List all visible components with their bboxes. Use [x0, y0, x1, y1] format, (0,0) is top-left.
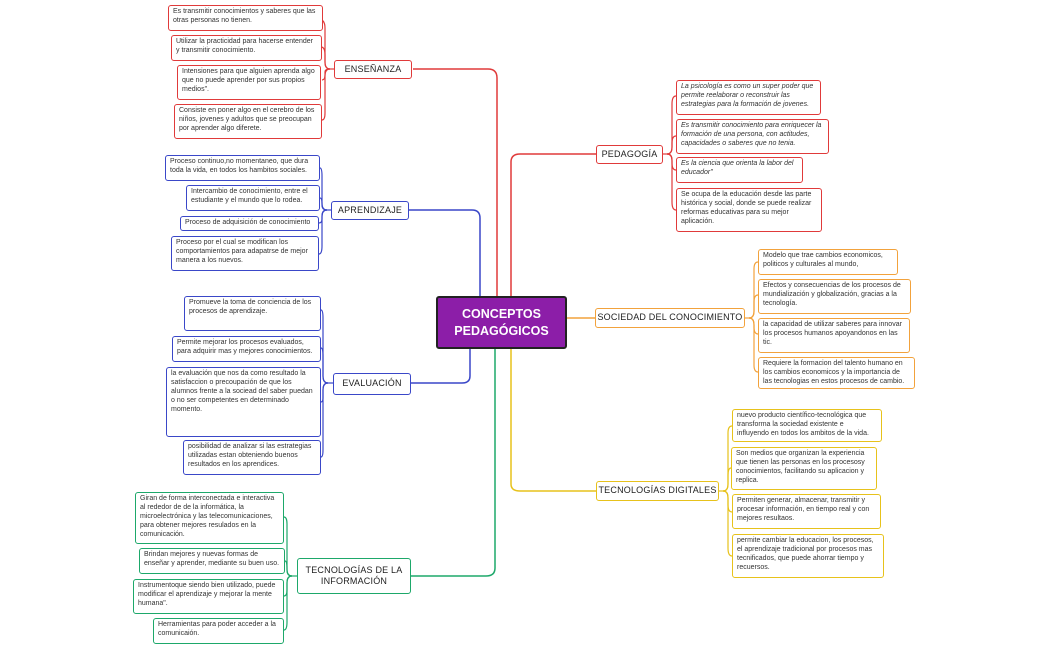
- branch-evaluacion[interactable]: EVALUACIÓN: [333, 373, 411, 395]
- note-ensenanza-4[interactable]: Consiste en poner algo en el cerebro de …: [174, 104, 322, 139]
- note-evaluacion-4[interactable]: posibilidad de analizar si las estrategi…: [183, 440, 321, 475]
- branch-pedagogia[interactable]: PEDAGOGÍA: [596, 145, 663, 164]
- note-digitales-1[interactable]: nuevo producto científico-tecnológica qu…: [732, 409, 882, 442]
- branch-sociedad-conocimiento[interactable]: SOCIEDAD DEL CONOCIMIENTO: [595, 308, 745, 328]
- note-digitales-2[interactable]: Son medios que organizan la experiencia …: [731, 447, 877, 490]
- note-digitales-4[interactable]: permite cambiar la educacion, los proces…: [732, 534, 884, 578]
- note-evaluacion-1[interactable]: Promueve la toma de conciencia de los pr…: [184, 296, 321, 331]
- note-aprendizaje-1[interactable]: Proceso continuo,no momentaneo, que dura…: [165, 155, 320, 181]
- note-sociedad-3[interactable]: la capacidad de utilizar saberes para in…: [758, 318, 910, 353]
- note-tic-3[interactable]: Instrumentoque siendo bien utilizado, pu…: [133, 579, 284, 614]
- note-pedagogia-4[interactable]: Se ocupa de la educación desde las parte…: [676, 188, 822, 232]
- note-sociedad-1[interactable]: Modelo que trae cambios economicos, poli…: [758, 249, 898, 275]
- note-aprendizaje-2[interactable]: Intercambio de conocimiento, entre el es…: [186, 185, 320, 211]
- note-evaluacion-2[interactable]: Permite mejorar los procesos evaluados, …: [172, 336, 321, 362]
- note-digitales-3[interactable]: Permiten generar, almacenar, transmitir …: [732, 494, 881, 529]
- note-sociedad-4[interactable]: Requiere la formacion del talento humano…: [758, 357, 915, 389]
- note-sociedad-2[interactable]: Efectos y consecuencias de los procesos …: [758, 279, 911, 314]
- branch-aprendizaje[interactable]: APRENDIZAJE: [331, 201, 409, 220]
- branch-tecnologias-informacion[interactable]: TECNOLOGÍAS DE LA INFORMACIÓN: [297, 558, 411, 594]
- note-ensenanza-3[interactable]: Intensiones para que alguien aprenda alg…: [177, 65, 321, 100]
- note-tic-2[interactable]: Brindan mejores y nuevas formas de enseñ…: [139, 548, 285, 574]
- branch-tecnologias-digitales[interactable]: TECNOLOGÍAS DIGITALES: [596, 481, 719, 501]
- note-tic-4[interactable]: Herramientas para poder acceder a la com…: [153, 618, 284, 644]
- note-evaluacion-3[interactable]: la evaluación que nos da como resultado …: [166, 367, 321, 437]
- note-ensenanza-1[interactable]: Es transmitir conocimientos y saberes qu…: [168, 5, 323, 31]
- note-pedagogia-3[interactable]: Es la ciencia que orienta la labor del e…: [676, 157, 803, 183]
- branch-ensenanza[interactable]: ENSEÑANZA: [334, 60, 412, 79]
- note-aprendizaje-4[interactable]: Proceso por el cual se modifican los com…: [171, 236, 319, 271]
- note-pedagogia-1[interactable]: La psicología es como un super poder que…: [676, 80, 821, 115]
- central-topic[interactable]: CONCEPTOS PEDAGÓGICOS: [436, 296, 567, 349]
- note-aprendizaje-3[interactable]: Proceso de adquisición de conocimiento: [180, 216, 319, 231]
- note-ensenanza-2[interactable]: Utilizar la practicidad para hacerse ent…: [171, 35, 322, 61]
- note-tic-1[interactable]: Giran de forma interconectada e interact…: [135, 492, 284, 544]
- note-pedagogia-2[interactable]: Es transmitir conocimiento para enriquec…: [676, 119, 829, 154]
